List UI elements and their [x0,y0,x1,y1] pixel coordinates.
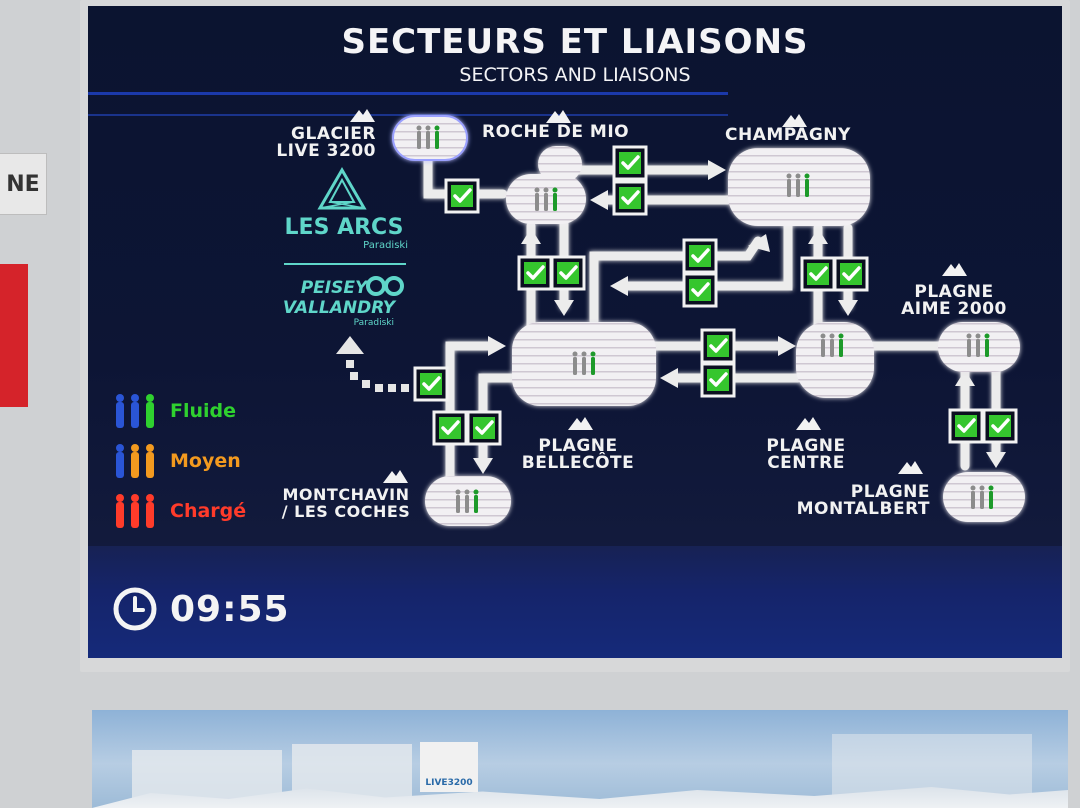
liaison-paths [423,151,1001,481]
screen-bottom-band [88,546,1062,658]
path-bellecote-montchavin [478,373,523,401]
status-check [800,256,836,292]
status-check [700,328,736,364]
sector-nodes [392,115,1025,526]
display-screen: SECTEURS ET LIAISONS SECTORS AND LIAISON… [88,6,1062,658]
traffic-centre [820,333,844,357]
lower-info-panel [92,710,1068,808]
status-check [432,410,468,446]
scanline-artifact [88,92,728,95]
link-peisey [336,336,409,392]
sector-label-champagny: CHAMPAGNY [725,125,851,145]
clock: 09:55 [112,586,290,632]
path-bellecote-champagny [589,236,763,326]
crowd-low-icon [116,394,154,428]
traffic-montchavin [455,489,479,513]
sector-map [284,109,1025,526]
status-check [444,178,480,214]
status-check [517,255,553,291]
peak-icon [796,417,821,430]
sector-label-plagne-montalbert: PLAGNE MONTALBERT [796,482,930,519]
sector-label-plagne-centre: PLAGNE CENTRE [766,436,846,473]
arrowheads [473,160,1006,474]
sector-label-plagne-aime: PLAGNE AIME 2000 [901,282,1007,319]
peak-icon [383,470,408,483]
status-check [682,238,718,274]
clock-time: 09:55 [170,588,290,630]
peak-icon [942,263,967,276]
path-montchavin-bellecote [445,341,493,391]
legend-fluide: Fluide [112,392,236,430]
clock-icon [113,587,157,631]
status-check [982,408,1018,444]
peak-icon [568,417,593,430]
status-check [700,362,736,398]
traffic-bellecote [572,351,596,375]
status-check [612,180,648,216]
sector-label-glacier: GLACIER LIVE 3200 [276,124,376,161]
page-subtitle: SECTORS AND LIAISONS [459,64,691,86]
side-sign-text: NE [6,171,40,197]
live-logo-text: LIVE3200 [425,778,473,788]
live-logo: LIVE3200 [420,742,478,792]
status-check [413,366,449,402]
brand-vallandry: VALLANDRY [282,298,396,318]
status-check [682,272,718,308]
legend-moyen: Moyen [112,442,241,480]
les-arcs-logo-icon [317,167,367,210]
side-sign: NE [0,153,47,215]
traffic-roche [534,187,558,211]
peak-icon [898,461,923,474]
side-red-panel [0,264,28,407]
brand-peisey-sub: Paradiski [353,318,394,328]
brand-peisey: PEISEY [300,278,368,298]
node-plagne-centre [796,322,874,398]
traffic-aime [966,333,990,357]
traffic-glacier [416,125,440,149]
traffic-montalbert [970,485,994,509]
legend-label: Chargé [170,500,247,522]
node-roche-de-mio-top [538,146,582,182]
crowd-medium-icon [116,444,154,478]
peak-icon [350,109,375,122]
peisey-logo-icon [366,276,404,296]
status-check [612,145,648,181]
sector-label-montchavin: MONTCHAVIN / LES COCHES [281,485,411,521]
page-title: SECTEURS ET LIAISONS [341,22,809,62]
sector-label-roche-de-mio: ROCHE DE MIO [482,122,630,142]
legend-charge: Chargé [112,492,246,530]
legend-label: Fluide [170,400,237,422]
status-check [550,255,586,291]
status-check [833,256,869,292]
crowd-high-icon [116,494,154,528]
brand-les-arcs: LES ARCS [284,215,404,240]
status-check [948,408,984,444]
status-check [466,410,502,446]
legend-label: Moyen [170,450,241,472]
brand-les-arcs-sub: Paradiski [363,240,408,251]
info-card [132,750,282,800]
traffic-champagny [786,173,810,197]
sector-label-plagne-bellecote: PLAGNE BELLECÔTE [521,436,635,473]
path-champagny-bellecote [623,221,793,291]
scanline-artifact [88,114,728,116]
